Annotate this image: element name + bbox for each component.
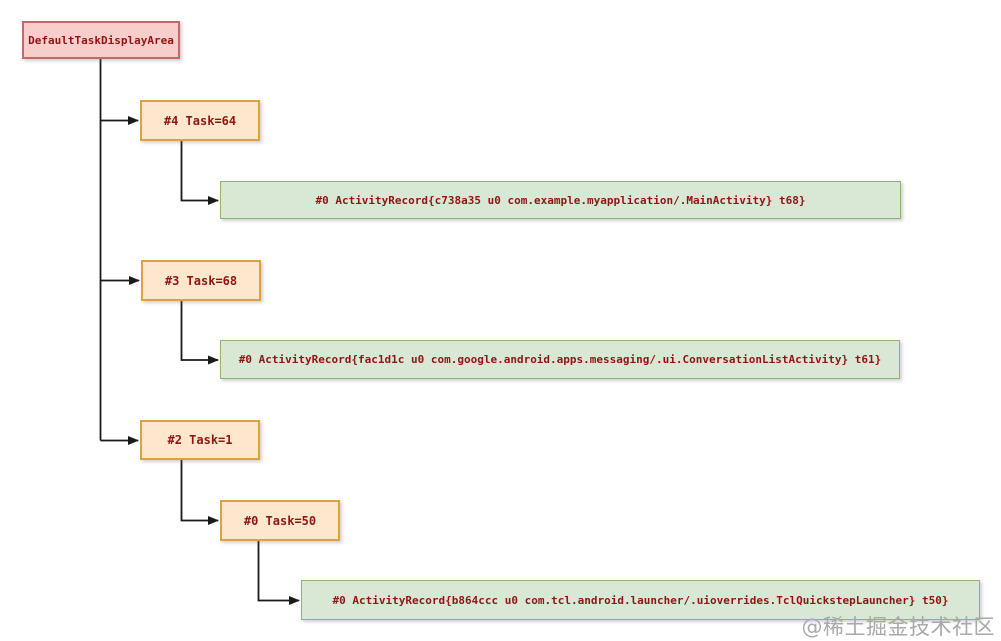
node-label: #2 Task=1 [167,433,233,447]
node-task-50: #0 Task=50 [220,500,340,541]
edge-task2-to-task0 [180,460,219,525]
node-activity-record-t61: #0 ActivityRecord{fac1d1c u0 com.google.… [220,340,900,379]
edge-task3-to-activity-t61 [180,301,219,365]
node-label: #3 Task=68 [164,273,238,288]
node-task-1: #2 Task=1 [140,420,260,460]
node-label: #0 ActivityRecord{b864ccc u0 com.tcl.and… [332,593,949,607]
edge-task4-to-activity-t68 [180,141,219,205]
node-activity-record-t50: #0 ActivityRecord{b864ccc u0 com.tcl.and… [301,580,980,620]
node-activity-record-t68: #0 ActivityRecord{c738a35 u0 com.example… [220,181,901,219]
node-label: #0 ActivityRecord{c738a35 u0 com.example… [315,193,806,207]
node-label: #0 ActivityRecord{fac1d1c u0 com.google.… [238,353,882,366]
edge-task0-to-activity-t50 [257,541,300,605]
node-task-64: #4 Task=64 [140,100,260,141]
node-label: #0 Task=50 [243,513,317,528]
node-label: #4 Task=64 [163,113,237,128]
node-default-task-display-area: DefaultTaskDisplayArea [22,21,180,59]
node-label: DefaultTaskDisplayArea [28,33,174,47]
node-task-68: #3 Task=68 [141,260,261,301]
juejin-watermark: @稀土掘金技术社区 [801,615,995,639]
